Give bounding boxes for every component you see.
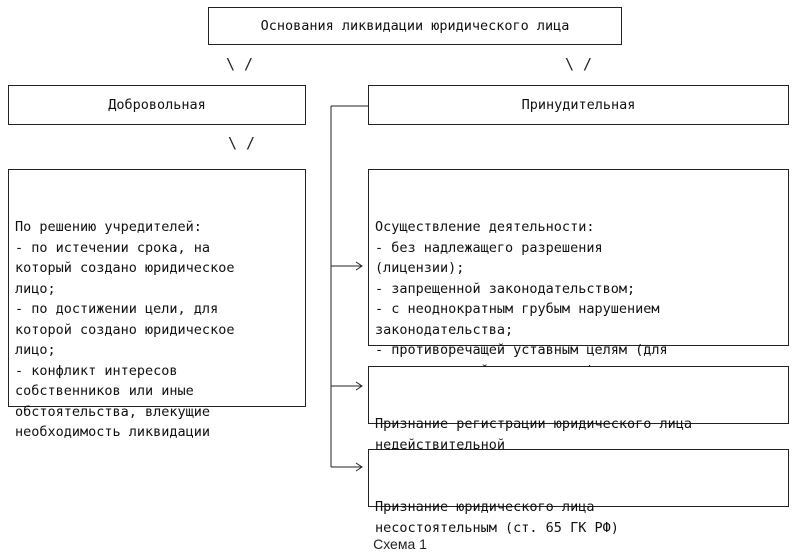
diagram-caption: Схема 1 <box>373 536 427 552</box>
liquidation-grounds-title: Основания ликвидации юридического лица <box>260 17 570 34</box>
forced-box: Принудительная <box>368 85 789 125</box>
arrowhead-branch-2 <box>355 381 363 391</box>
voluntary-box: Добровольная <box>8 85 306 125</box>
arrowhead-branch-1 <box>355 261 363 271</box>
voluntary-details-box: По решению учредителей: - по истечении с… <box>8 169 306 440</box>
arrow-to-voluntary: \ / <box>226 55 254 73</box>
arrow-to-voluntary-details: \ / <box>228 134 256 152</box>
arrow-to-forced: \ / <box>565 55 593 73</box>
voluntary-title: Добровольная <box>108 96 206 113</box>
forced-branch-insolvency-box: Признание юридического лица несостоятель… <box>368 449 789 536</box>
forced-title: Принудительная <box>521 96 636 113</box>
forced-branch-insolvency-text: Признание юридического лица несостоятель… <box>375 499 619 536</box>
arrowhead-branch-3 <box>355 462 363 472</box>
forced-branch-registration-text: Признание регистрации юридического лица … <box>375 416 692 453</box>
forced-branch-activity-box: Осуществление деятельности: - без надлеж… <box>368 169 789 379</box>
liquidation-grounds-title-box: Основания ликвидации юридического лица <box>208 7 622 45</box>
voluntary-details-text: По решению учредителей: - по истечении с… <box>15 219 235 440</box>
forced-branch-registration-box: Признание регистрации юридического лица … <box>368 366 789 453</box>
